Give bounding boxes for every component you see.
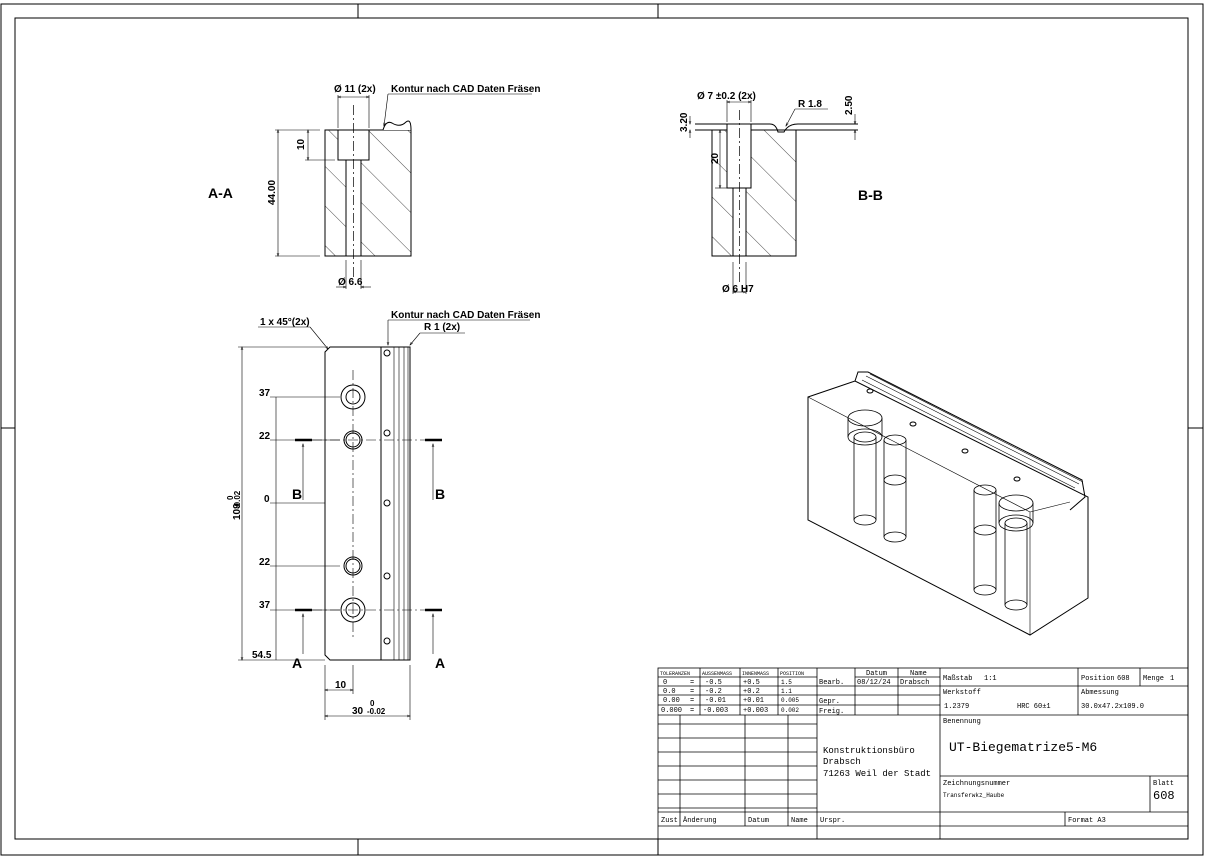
company-line-3: 71263 Weil der Stadt [823,769,931,779]
hardness-value: HRC 60±1 [1017,703,1051,711]
massstab-value: 1:1 [984,675,997,683]
tol-header-1: TOLERANZEN [660,671,690,677]
plan-dim-0: 0 [264,494,270,505]
tol-row-2-a: 0.0 [663,688,676,696]
plan-dim-545: 54.5 [252,650,272,661]
section-b-dim-bottom: Ø 6 H7 [722,284,754,295]
company-line-1: Konstruktionsbüro [823,746,915,756]
position-value: 608 [1117,675,1130,683]
section-b-label: B-B [858,187,883,203]
section-a-dim-10: 10 [296,138,307,150]
tol-row-4-b: -0.003 [703,707,728,715]
bearb-date: 08/12/24 [857,679,891,687]
benennung-label: Benennung [943,718,981,726]
plan-cut-b-right: B [435,486,445,502]
plan-view [238,319,530,720]
blatt-label: Blatt [1153,780,1174,788]
position-label: Position [1081,675,1115,683]
section-a-view [275,93,532,289]
rev-header-urspr: Urspr. [820,817,845,825]
row-gepr: Gepr. [819,698,840,706]
tol-row-1-eq: = [690,679,694,687]
tol-header-4: POSITION [780,671,804,677]
tol-row-3-a: 0.00 [663,697,680,705]
plan-cut-b-left: B [292,486,302,502]
section-b-radius: R 1.8 [798,99,822,110]
plan-width-nominal: 30 [352,706,364,717]
section-b-dim-20: 20 [710,152,721,164]
tol-row-1-d: 1.5 [781,679,792,686]
sheet-frame [0,3,1204,856]
section-a-dim-bottom: Ø 6.6 [338,277,363,288]
plan-dim-22-top: 22 [259,431,271,442]
tol-row-2-c: +0.2 [743,688,760,696]
isometric-view [807,371,1089,636]
tol-row-2-d: 1.1 [781,688,792,695]
bearb-name: Drabsch [900,679,929,687]
row-freig: Freig. [819,708,844,716]
rev-header-datum: Datum [748,817,769,825]
plan-dim-37-bottom: 37 [259,600,271,611]
tol-row-1-a: 0 [663,679,667,687]
plan-length-tol-upper: 0 [226,495,235,500]
tol-row-3-c: +0.01 [743,697,764,705]
plan-cut-a-right: A [435,655,445,671]
title-block [657,667,1189,840]
tol-row-2-b: -0.2 [705,688,722,696]
tol-row-4-a: 0.000 [661,707,682,715]
section-b-dim-320: 3.20 [679,112,690,132]
plan-dim-37-top: 37 [259,388,271,399]
tol-row-2-eq: = [690,688,694,696]
plan-cut-a-left: A [292,655,302,671]
tol-row-1-c: +0.5 [743,679,760,687]
menge-value: 1 [1170,675,1174,683]
tol-row-4-c: +0.003 [743,707,768,715]
massstab-label: Maßstab [943,675,972,683]
tol-row-1-b: -0.5 [705,679,722,687]
section-b-dim-250: 2.50 [844,95,855,115]
werkstoff-value: 1.2379 [944,703,969,711]
zeichnung-value: Transferwkz_Haube [943,792,1005,799]
section-a-dim-44: 44.00 [267,180,278,205]
format-label: Format A3 [1068,817,1106,825]
tol-row-3-d: 0.005 [781,697,799,704]
rev-header-name: Name [791,817,808,825]
plan-dim-22-bottom: 22 [259,557,271,568]
plan-width-tol-upper: 0 [370,699,375,708]
section-b-view [690,100,858,294]
zeichnung-label: Zeichnungsnummer [943,780,1010,788]
company-line-2: Drabsch [823,757,861,767]
plan-length-tol-lower: -0.02 [233,490,242,509]
row-bearb: Bearb. [819,679,844,687]
tol-row-3-b: -0.01 [705,697,726,705]
plan-chamfer-note: 1 x 45°(2x) [260,317,310,328]
menge-label: Menge [1143,675,1164,683]
abmessung-label: Abmessung [1081,689,1119,697]
plan-radius-note: R 1 (2x) [424,322,460,333]
section-a-dim-top: Ø 11 (2x) [334,84,376,95]
blatt-value: 608 [1153,789,1175,803]
tol-row-3-eq: = [690,697,694,705]
tol-header-2: AUSSENMASS [702,671,732,677]
plan-width-tol-lower: -0.02 [367,707,386,716]
col-name: Name [910,670,927,678]
rev-header-aenderung: Änderung [683,816,717,825]
section-a-note: Kontur nach CAD Daten Fräsen [391,84,540,95]
section-a-label: A-A [208,185,233,201]
rev-header-zust: Zust [661,817,678,825]
plan-width-offset: 10 [335,680,347,691]
tol-header-3: INNENMASS [742,671,769,677]
plan-contour-note: Kontur nach CAD Daten Fräsen [391,310,540,321]
benennung-value: UT-Biegematrize5-M6 [949,740,1097,755]
werkstoff-label: Werkstoff [943,689,981,697]
section-b-dim-top: Ø 7 ±0.2 (2x) [697,91,756,102]
plan-length-nominal: 109 [232,503,243,520]
tol-row-4-eq: = [690,707,694,715]
tol-row-4-d: 0.002 [781,707,799,714]
abmessung-value: 30.0x47.2x109.0 [1081,703,1144,711]
col-datum: Datum [866,670,887,678]
